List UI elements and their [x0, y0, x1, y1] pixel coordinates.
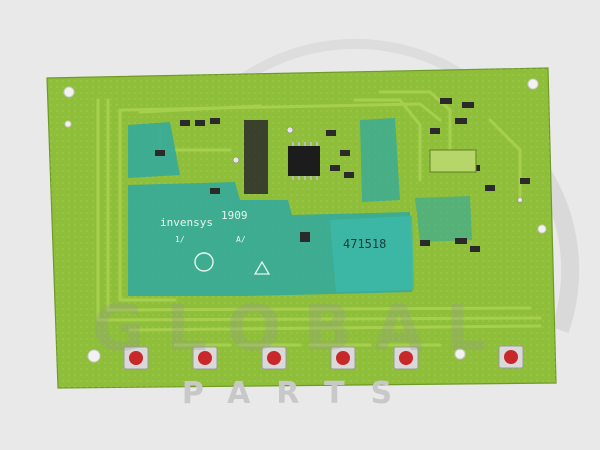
part-label: 471518	[343, 237, 386, 251]
mark-label-1: 1/	[175, 235, 185, 244]
display-pad	[429, 149, 477, 173]
components	[155, 98, 530, 252]
ic-chip	[288, 146, 320, 176]
warning-triangle	[253, 260, 271, 275]
silkscreen: invensys 1909 471518 1/ A/	[160, 209, 386, 275]
tactile-button	[498, 345, 524, 369]
tactile-button	[330, 346, 356, 370]
tactile-buttons	[123, 345, 524, 370]
mark-label-2: A/	[236, 235, 246, 244]
mounting-holes	[63, 78, 547, 363]
pcb-traces	[96, 90, 542, 347]
copper-pour	[128, 118, 472, 296]
tactile-button	[261, 346, 287, 370]
brand-label: invensys	[160, 216, 213, 229]
tactile-button	[123, 346, 149, 370]
code-label: 1909	[221, 209, 248, 222]
tactile-button	[192, 346, 218, 370]
pb-free-mark	[194, 252, 214, 272]
tall-connector	[244, 120, 268, 194]
tactile-button	[393, 346, 419, 370]
